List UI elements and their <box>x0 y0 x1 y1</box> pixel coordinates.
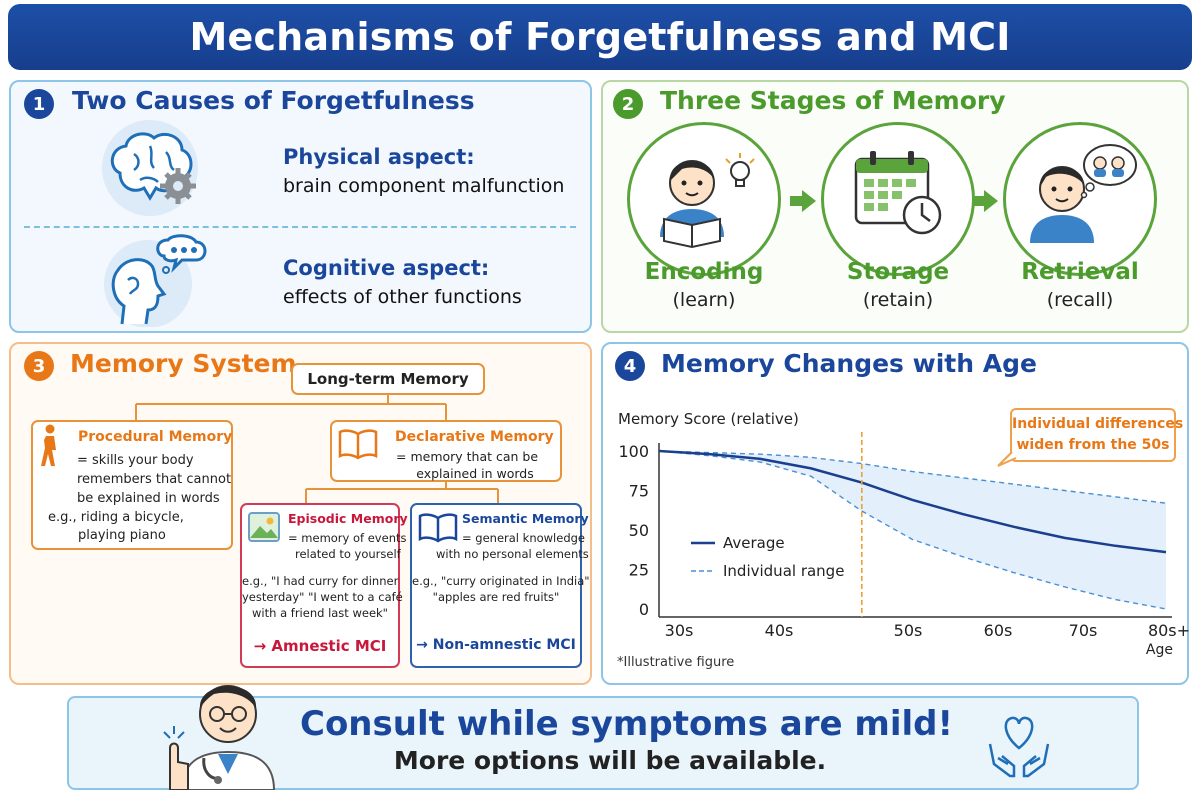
physical-aspect-label: Physical aspect: <box>283 145 475 169</box>
stage-name-retrieval: Retrieval <box>1021 259 1139 285</box>
page-title: Mechanisms of Forgetfulness and MCI <box>8 4 1192 70</box>
amnestic-mci-label: → Amnestic MCI <box>253 637 387 655</box>
callout-line: widen from the 50s <box>1016 437 1170 453</box>
stage-sub-retrieval: (recall) <box>1046 289 1114 311</box>
cognitive-aspect-label: Cognitive aspect: <box>283 256 490 280</box>
physical-aspect-desc: brain component malfunction <box>283 175 565 197</box>
chart-y-axis-label: Memory Score (relative) <box>618 410 799 428</box>
memory-age-chart: Memory Score (relative) 0 25 50 75 100 30s 40s… <box>618 410 1189 658</box>
procedural-memory-box <box>31 420 233 550</box>
stage-sub-encoding: (learn) <box>672 289 736 311</box>
y-tick-label: 75 <box>629 482 649 501</box>
semantic-desc-line: with no personal elements <box>436 547 589 561</box>
procedural-example-line: playing piano <box>78 528 166 543</box>
procedural-desc-line: remembers that cannot <box>77 472 232 487</box>
head-thought-icon <box>104 234 207 327</box>
storage-stage-circle <box>821 122 975 276</box>
book-icon <box>418 513 458 543</box>
section-divider <box>24 226 576 228</box>
memory-tree-connectors <box>135 394 499 503</box>
consult-headline: Consult while symptoms are mild! <box>300 704 953 744</box>
consult-subtext: More options will be available. <box>393 746 827 775</box>
procedural-desc-line: = skills your body <box>77 453 194 468</box>
declarative-memory-title: Declarative Memory <box>395 429 554 445</box>
retrieval-stage-circle <box>1003 122 1157 276</box>
episodic-memory-title: Episodic Memory <box>288 511 408 526</box>
illustrative-note: *Illustrative figure <box>617 655 735 670</box>
section-2-title: Three Stages of Memory <box>660 86 1006 115</box>
semantic-example-line: "apples are red fruits" <box>432 590 560 604</box>
procedural-example-line: e.g., riding a bicycle, <box>48 510 184 525</box>
declarative-desc-line: explained in words <box>416 466 534 481</box>
arrow-right-icon <box>790 190 816 212</box>
stage-sub-storage: (retain) <box>862 289 934 311</box>
arrow-right-icon <box>972 190 998 212</box>
section-4-title: Memory Changes with Age <box>661 349 1037 378</box>
y-tick-label: 25 <box>629 561 649 580</box>
legend-range-label: Individual range <box>723 562 844 580</box>
heart-hands-icon <box>988 716 1050 778</box>
y-tick-label: 100 <box>618 442 649 461</box>
episodic-example-line: with a friend last week" <box>252 606 388 620</box>
open-book-icon <box>338 429 378 460</box>
cognitive-aspect-desc: effects of other functions <box>283 286 522 308</box>
stage-name-encoding: Encoding <box>644 259 764 285</box>
range-lower-line <box>658 450 1167 610</box>
episodic-example-line: e.g., "I had curry for dinner <box>242 574 399 588</box>
chart-x-axis-label: Age <box>1146 642 1173 658</box>
x-tick-label: 30s <box>665 621 694 640</box>
calendar-clock-icon <box>854 151 942 235</box>
section-1-title: Two Causes of Forgetfulness <box>72 86 475 115</box>
x-tick-label: 40s <box>765 621 794 640</box>
section-1-badge: 1 <box>24 89 54 119</box>
section-3-badge: 3 <box>24 351 54 381</box>
section-4-badge: 4 <box>615 351 645 381</box>
reading-person-icon <box>660 153 755 249</box>
callout-pointer <box>997 451 1017 467</box>
section-2-badge: 2 <box>613 89 643 119</box>
stage-name-storage: Storage <box>846 259 950 285</box>
x-tick-label: 50s <box>894 621 923 640</box>
episodic-example-line: yesterday" "I went to a café <box>242 590 403 604</box>
encoding-stage-circle <box>627 122 781 276</box>
walking-person-icon <box>41 424 56 466</box>
y-tick-label: 50 <box>629 521 649 540</box>
doctor-icon <box>163 685 276 790</box>
brain-gear-icon <box>102 120 198 216</box>
average-line <box>658 449 1167 554</box>
legend-average-label: Average <box>723 534 785 552</box>
differences-callout <box>1010 408 1176 462</box>
range-upper-line <box>658 450 1167 504</box>
procedural-memory-title: Procedural Memory <box>78 429 233 445</box>
picture-icon <box>248 512 280 542</box>
x-tick-label: 70s <box>1069 621 1098 640</box>
section-3-title: Memory System <box>70 349 297 378</box>
y-tick-label: 0 <box>639 600 649 619</box>
long-term-memory-box: Long-term Memory <box>291 363 485 395</box>
non-amnestic-mci-label: → Non-amnestic MCI <box>416 637 576 653</box>
episodic-desc-line: = memory of events <box>288 531 407 545</box>
recalling-person-icon <box>1030 144 1137 243</box>
x-tick-label: 80s+ <box>1148 621 1189 640</box>
procedural-desc-line: be explained in words <box>77 491 220 506</box>
individual-range-band <box>659 451 1166 609</box>
callout-line: Individual differences <box>1012 416 1184 432</box>
episodic-desc-line: related to yourself <box>295 547 401 561</box>
declarative-desc-line: = memory that can be <box>396 449 539 464</box>
semantic-memory-title: Semantic Memory <box>462 511 589 526</box>
semantic-desc-line: = general knowledge <box>462 531 585 545</box>
semantic-example-line: e.g., "curry originated in India" <box>412 574 590 588</box>
x-tick-label: 60s <box>984 621 1013 640</box>
